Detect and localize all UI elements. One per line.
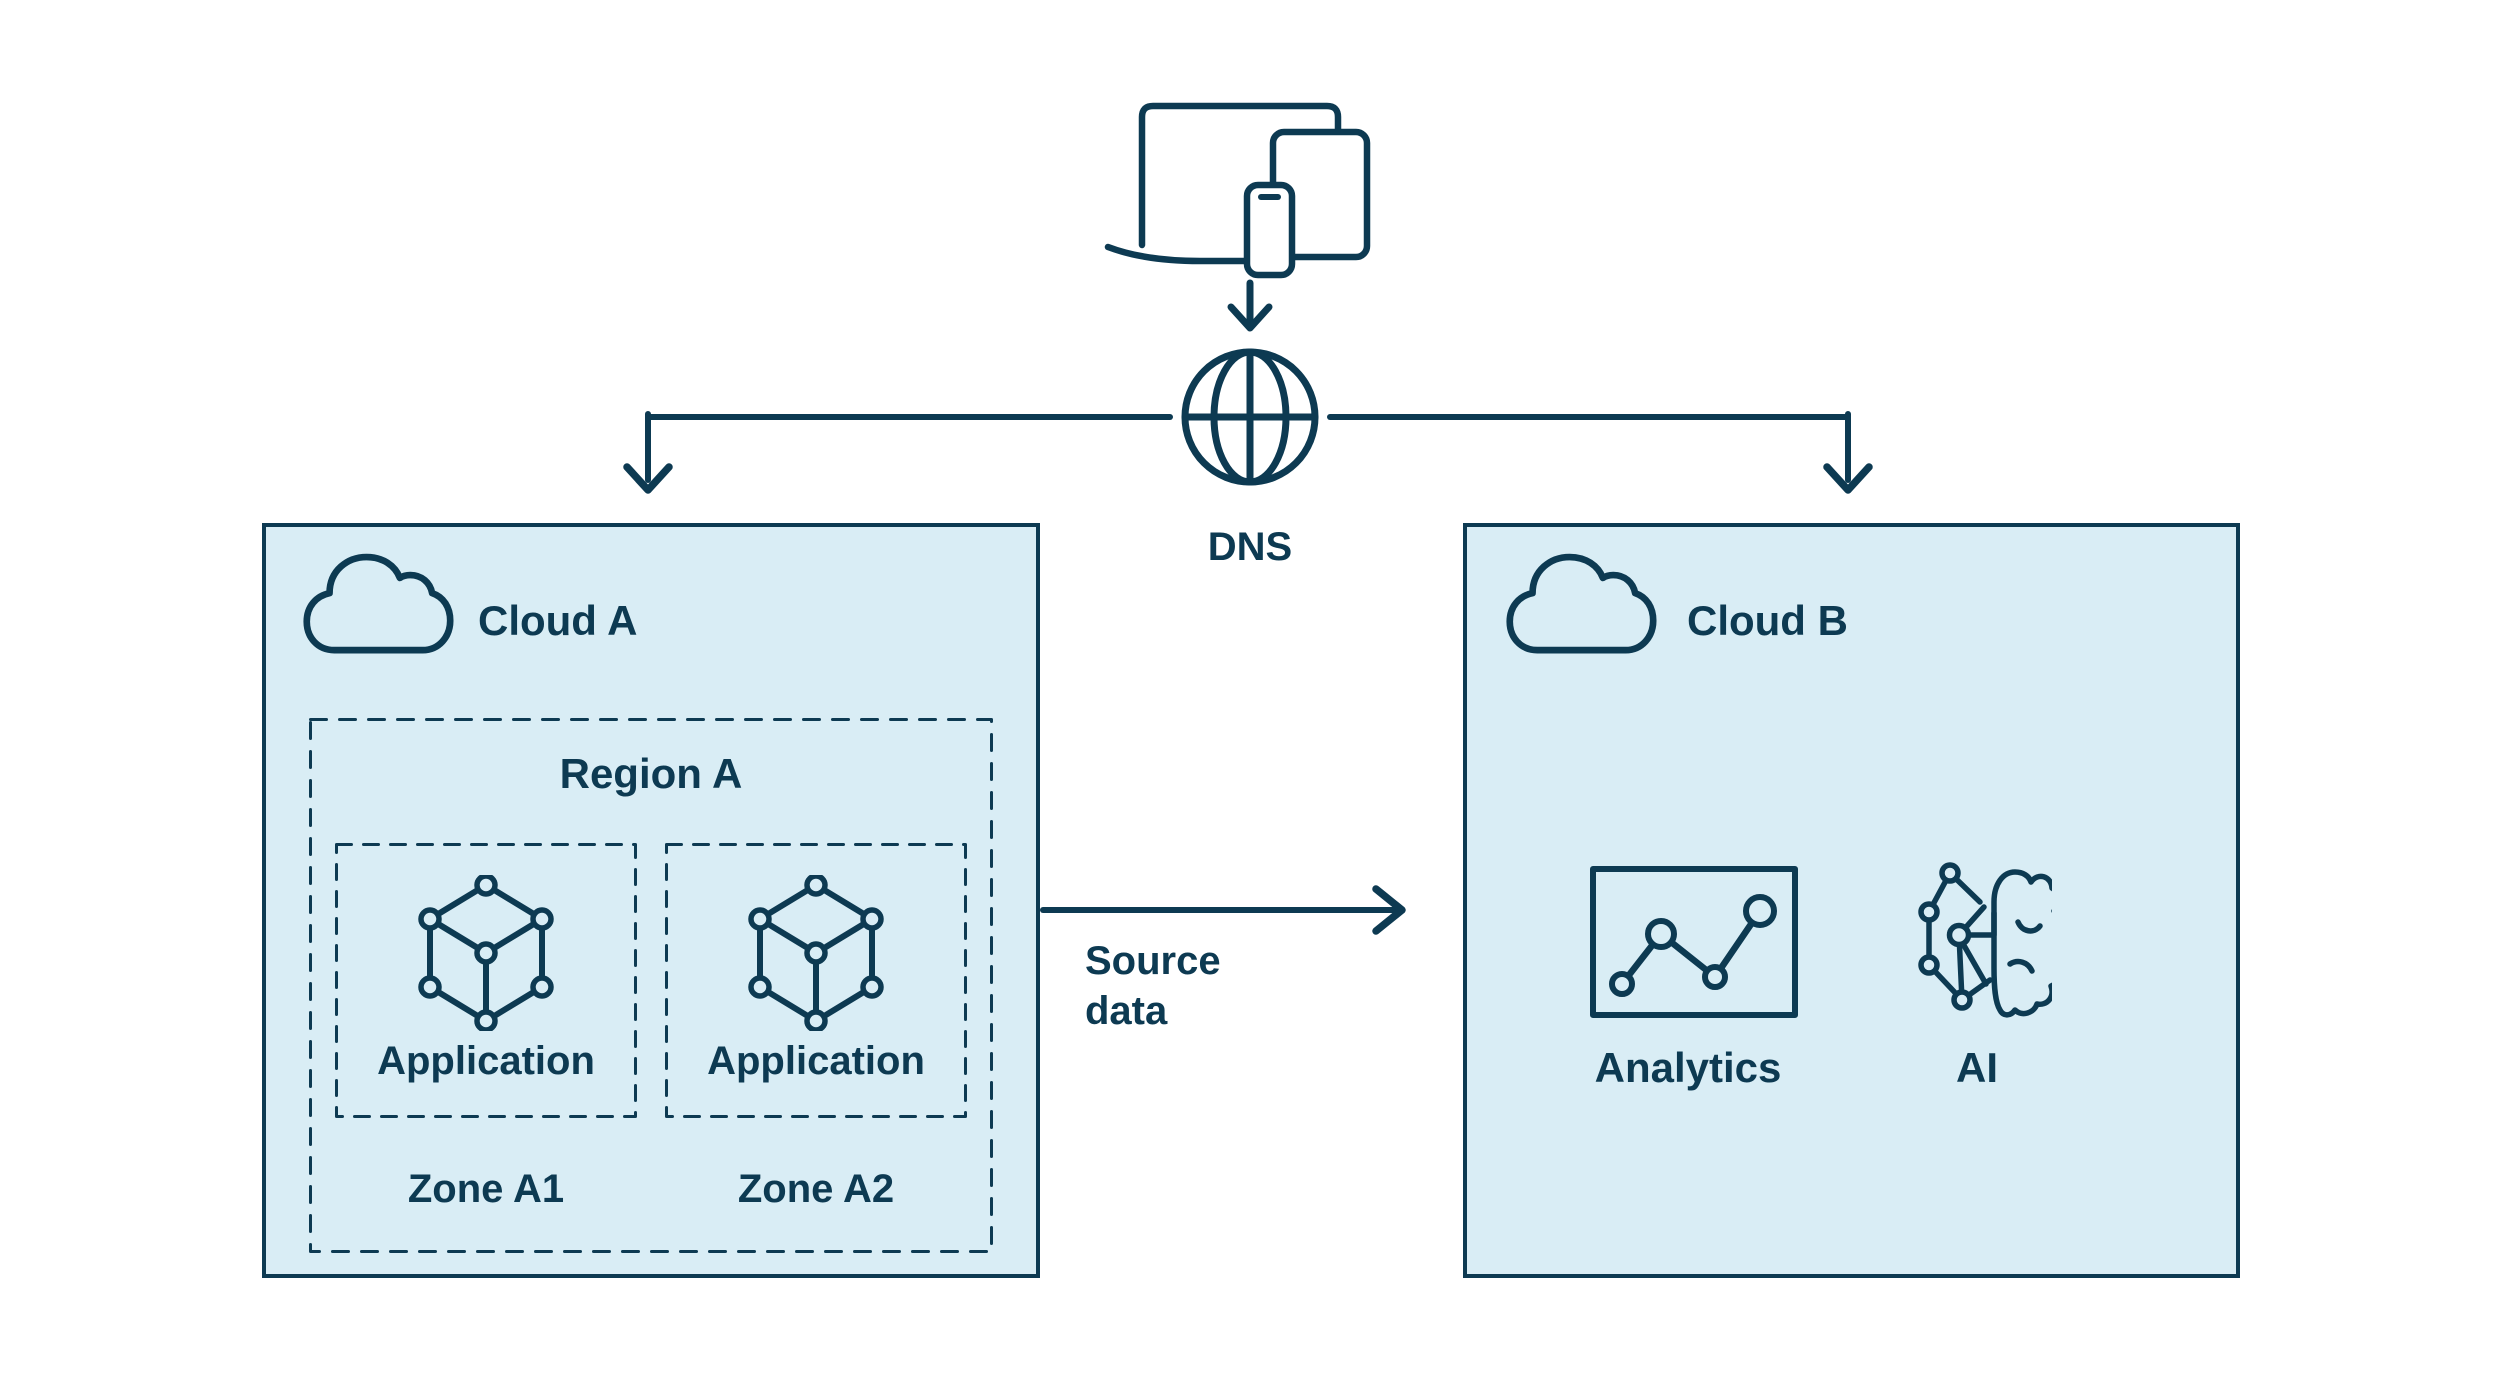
region-a-box [309, 718, 993, 1253]
zone-a1-label: Zone A1 [407, 1167, 565, 1211]
ai-label: AI [1956, 1044, 1998, 1091]
region-a-dashed-border [309, 718, 993, 1253]
dns-label: DNS [1207, 525, 1293, 569]
zone-a1-app-box [335, 843, 637, 1118]
source-data-line2: data [1085, 989, 1168, 1033]
cube-network-icon [748, 875, 884, 1031]
zone-a1-app-label: Application [377, 1039, 595, 1083]
phone [1243, 181, 1296, 279]
cloud-a-title: Cloud A [478, 597, 638, 644]
cloud-icon [303, 553, 454, 654]
cloud-b-title: Cloud B [1687, 597, 1848, 644]
laptop-base [1104, 243, 1264, 265]
source-data-label: Source data [1085, 936, 1221, 1036]
zone-a2-label: Zone A2 [737, 1167, 895, 1211]
globe-icon [1181, 348, 1319, 486]
laptop-screen [1138, 102, 1342, 249]
cloud-icon [1506, 553, 1657, 654]
arrowhead-cloud-a-icon [623, 463, 673, 494]
arrowhead-cloud-b-icon [1823, 463, 1873, 494]
zone-a2-app-box [665, 843, 967, 1118]
app-box-dashed-border [335, 843, 637, 1118]
source-data-line1: Source [1085, 939, 1221, 983]
arrowhead-right-icon [1372, 885, 1406, 935]
app-box-dashed-border [665, 843, 967, 1118]
region-a-title: Region A [559, 750, 743, 797]
devices-icon [1104, 102, 1371, 279]
line-chart-icon [1590, 866, 1798, 1018]
analytics-label: Analytics [1594, 1044, 1782, 1091]
zone-a2-app-label: Application [707, 1039, 925, 1083]
arrowhead-down-icon [1227, 303, 1273, 332]
cube-network-icon [418, 875, 554, 1031]
ai-brain-icon [1918, 862, 2052, 1018]
